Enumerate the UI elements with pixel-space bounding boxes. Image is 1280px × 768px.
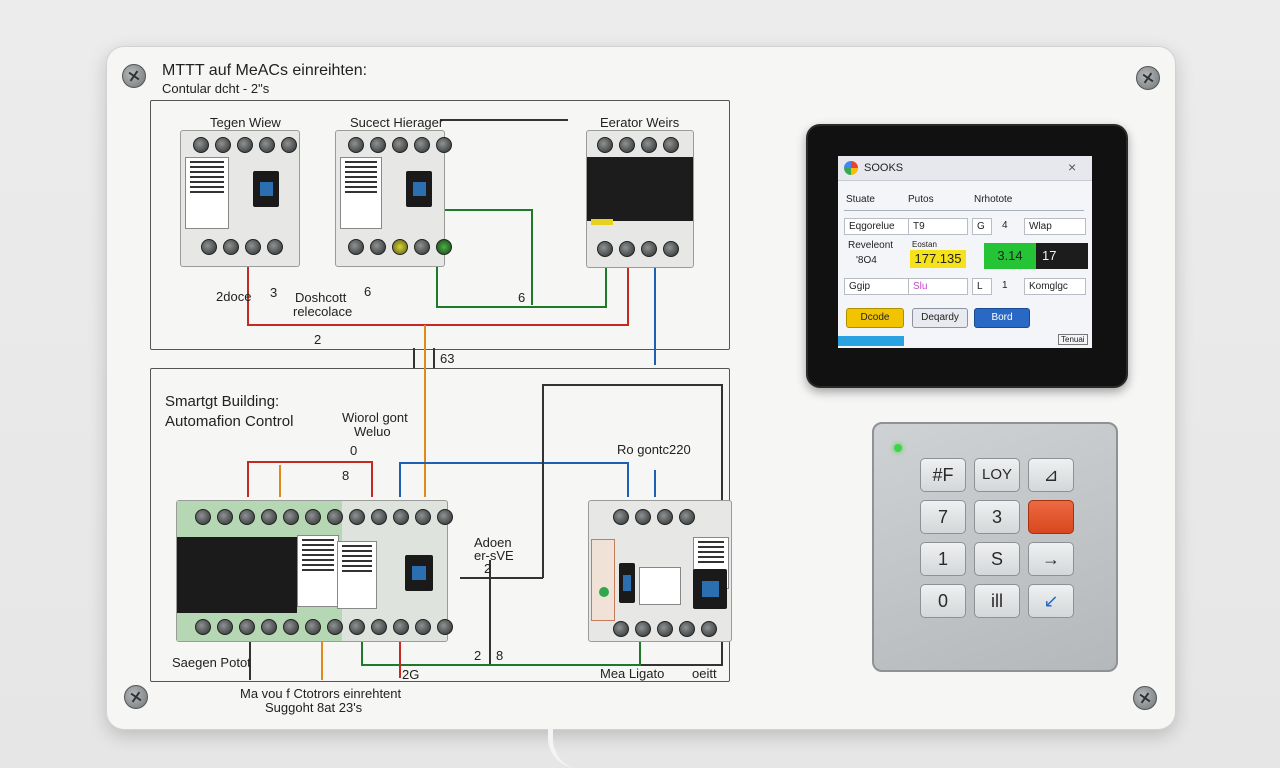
cell-r3c2: Slu bbox=[908, 278, 968, 295]
cable bbox=[548, 728, 583, 768]
label-63: 63 bbox=[440, 351, 455, 366]
label-sucect-hierager: Sucect Hierager bbox=[350, 115, 444, 130]
label-tegen-wiew: Tegen Wiew bbox=[210, 115, 281, 130]
label-mea-ligato: Mea Ligato bbox=[600, 666, 665, 681]
deqardy-button[interactable]: Deqardy bbox=[912, 308, 968, 328]
screw-icon bbox=[1136, 66, 1160, 90]
key-ill[interactable]: ill bbox=[974, 584, 1020, 618]
label-2: 2 bbox=[314, 332, 322, 347]
cell-r1c1: Eqgorelue bbox=[844, 218, 910, 235]
top-section-frame bbox=[150, 100, 730, 350]
cell-r3c4: 1 bbox=[1002, 280, 1008, 291]
cell-r1c3: G bbox=[972, 218, 992, 235]
screw-icon bbox=[122, 64, 146, 88]
key-1[interactable]: 1 bbox=[920, 542, 966, 576]
label-2doce: 2doce bbox=[216, 289, 252, 304]
screw-icon bbox=[1133, 686, 1157, 710]
label-0: 0 bbox=[350, 443, 358, 458]
circuit-breaker-left bbox=[180, 130, 300, 267]
label-adder-2: 2 bbox=[484, 561, 492, 576]
key-red[interactable] bbox=[1028, 500, 1074, 534]
rcd-device bbox=[588, 500, 732, 642]
cell-r1c4: 4 bbox=[1002, 220, 1008, 231]
key-triangle[interactable]: ⊿ bbox=[1028, 458, 1074, 492]
monitor-screen: SOOKS × Stuate Putos Nrhotote Eqgorelue … bbox=[838, 156, 1092, 348]
footer-label: Tenuai bbox=[1058, 334, 1088, 345]
label-doshcott: Doshcott bbox=[295, 290, 347, 305]
label-adoen: Adoen bbox=[474, 535, 512, 550]
label-er-sve: er-sVE bbox=[474, 548, 514, 563]
key-arrow-down-left[interactable]: ↙ bbox=[1028, 584, 1074, 618]
key-3[interactable]: 3 bbox=[974, 500, 1020, 534]
cell-r1c2: T9 bbox=[908, 218, 968, 235]
key-7[interactable]: 7 bbox=[920, 500, 966, 534]
label-oeitt: oeitt bbox=[692, 666, 717, 681]
label-eerator-weirs: Eerator Weirs bbox=[600, 115, 680, 130]
column-header-2: Putos bbox=[908, 194, 934, 205]
cell-r2c1b: '8O4 bbox=[856, 255, 877, 266]
breaker-rail-group bbox=[176, 500, 453, 642]
panel-subheading: Contular dcht - 2"s bbox=[162, 81, 270, 96]
key-hash-f[interactable]: #F bbox=[920, 458, 966, 492]
label-2b: 2 bbox=[474, 648, 482, 663]
key-arrow-right[interactable]: → bbox=[1028, 542, 1074, 576]
cell-r2c2-top: Eostan bbox=[912, 240, 937, 249]
column-header-3: Nrhotote bbox=[974, 194, 1013, 205]
close-icon[interactable]: × bbox=[1068, 159, 1077, 175]
label-3: 3 bbox=[270, 285, 278, 300]
panel-heading: MTTT auf MeACs einreihten: bbox=[162, 62, 368, 79]
label-wiorol-gont: Wiorol gont bbox=[342, 410, 408, 425]
key-0[interactable]: 0 bbox=[920, 584, 966, 618]
dcode-button[interactable]: Dcode bbox=[846, 308, 904, 328]
value-dark: 17 bbox=[1036, 243, 1088, 269]
label-weluo: Weluo bbox=[354, 424, 391, 439]
label-2g: 2G bbox=[402, 667, 420, 682]
cell-r3c5: Komglgc bbox=[1024, 278, 1086, 295]
key-loy[interactable]: LOY bbox=[974, 458, 1020, 492]
screw-icon bbox=[124, 685, 148, 709]
window-title: SOOKS bbox=[864, 162, 904, 174]
cell-r3c3: L bbox=[972, 278, 992, 295]
cell-r1c5: Wlap bbox=[1024, 218, 1086, 235]
key-s[interactable]: S bbox=[974, 542, 1020, 576]
keypad-panel: #F LOY ⊿ 7 3 1 S → 0 ill ↙ bbox=[872, 422, 1118, 672]
bord-button[interactable]: Bord bbox=[974, 308, 1030, 328]
bottom-caption-2: Suggoht 8at 23's bbox=[265, 700, 363, 715]
label-6a: 6 bbox=[364, 284, 372, 299]
section-title-automation: Automafion Control bbox=[165, 413, 294, 430]
label-relecolace: relecolace bbox=[293, 304, 353, 319]
circuit-breaker-middle bbox=[335, 130, 452, 267]
column-header-1: Stuate bbox=[846, 194, 875, 205]
status-bar-accent bbox=[838, 336, 904, 346]
label-8b: 8 bbox=[496, 648, 504, 663]
cell-r2c1: Reveleont bbox=[848, 240, 894, 251]
label-saegen-potot: Saegen Potot bbox=[172, 655, 251, 670]
cell-r3c1: Ggip bbox=[844, 278, 910, 295]
app-logo-icon bbox=[844, 161, 858, 175]
bottom-caption-1: Ma vou f Ctotrors einrehtent bbox=[240, 686, 402, 701]
value-green: 3.14 bbox=[984, 243, 1036, 269]
value-yellow: 177.135 bbox=[910, 250, 966, 268]
label-8: 8 bbox=[342, 468, 350, 483]
label-6b: 6 bbox=[518, 290, 526, 305]
section-title-building: Smartgt Building: bbox=[165, 393, 280, 410]
status-led bbox=[894, 444, 902, 452]
label-ro-gontc: Ro gontc220 bbox=[617, 442, 691, 457]
circuit-breaker-right bbox=[586, 130, 694, 268]
